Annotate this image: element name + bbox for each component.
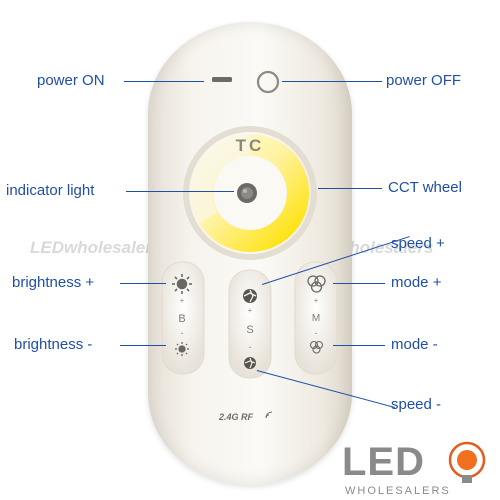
brightness-button-panel (161, 261, 205, 375)
label-speed-minus: speed - (391, 396, 442, 413)
brightness-plus-glyph: + (180, 296, 185, 305)
leader-indicator (126, 191, 234, 192)
mode-minus-glyph: - (315, 328, 318, 338)
label-brightness-minus: brightness - (14, 336, 93, 353)
label-brightness-plus: brightness + (12, 274, 95, 291)
brightness-down-button[interactable] (175, 342, 189, 356)
rgb-circles-icon (307, 275, 326, 293)
mode-plus-glyph: + (314, 296, 319, 305)
speed-up-button[interactable] (243, 289, 257, 303)
label-power-off: power OFF (386, 72, 462, 89)
speed-icon (243, 289, 257, 303)
label-power-on: power ON (37, 72, 105, 89)
wifi-signal-icon (265, 411, 273, 419)
leader-brightness-plus (120, 283, 166, 284)
label-speed-plus: speed + (391, 235, 445, 252)
remote-control-body (148, 22, 352, 485)
mode-down-button[interactable] (309, 340, 324, 354)
label-cct-wheel: CCT wheel (388, 179, 462, 196)
logo-bulb-icon (448, 441, 486, 483)
mode-button-panel (294, 261, 338, 375)
s-label: S (246, 324, 253, 336)
label-mode-minus: mode - (391, 336, 438, 353)
speed-small-icon (244, 357, 256, 369)
logo-wordmark: LED (342, 440, 425, 484)
rf-label: 2.4G RF (218, 412, 254, 422)
leader-power-on (124, 81, 204, 82)
small-sun-icon (175, 342, 189, 356)
label-indicator-light: indicator light (6, 182, 95, 199)
leader-cct (318, 188, 382, 189)
indicator-light (237, 183, 257, 203)
power-on-button[interactable] (212, 77, 232, 82)
small-rgb-circles-icon (309, 340, 324, 354)
leader-brightness-minus (120, 345, 166, 346)
b-label: B (178, 313, 185, 325)
logo-subtitle: WHOLESALERS (345, 485, 451, 497)
speed-minus-glyph: - (249, 342, 252, 352)
leader-mode-minus (333, 345, 385, 346)
brightness-minus-glyph: - (181, 328, 184, 338)
leader-mode-plus (333, 283, 385, 284)
speed-button-panel (228, 269, 272, 379)
m-label: M (312, 313, 320, 324)
sun-icon (172, 274, 192, 294)
power-off-button[interactable] (256, 70, 280, 94)
label-mode-plus: mode + (391, 274, 442, 291)
speed-plus-glyph: + (248, 306, 253, 315)
mode-up-button[interactable] (307, 275, 326, 293)
svg-text:TC: TC (236, 136, 265, 155)
cct-wheel[interactable] (183, 126, 317, 260)
brightness-up-button[interactable] (172, 274, 192, 294)
tc-logo: TC (236, 136, 265, 155)
leader-power-off (282, 81, 382, 82)
speed-down-button[interactable] (244, 357, 256, 369)
